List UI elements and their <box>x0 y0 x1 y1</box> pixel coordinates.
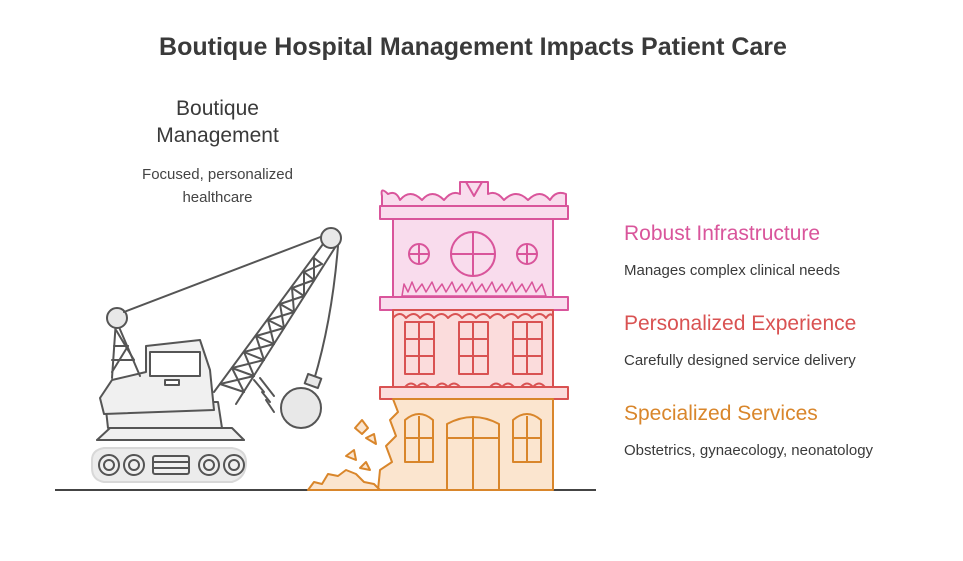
debris-icon <box>307 419 381 491</box>
heading-line-2: Management <box>156 124 279 147</box>
wrecking-crane-icon <box>91 227 342 483</box>
desc-line-2: healthcare <box>182 189 253 206</box>
desc-line-1: Focused, personalized <box>142 166 293 183</box>
robust-infrastructure-heading: Robust Infrastructure <box>624 222 821 245</box>
page-title: Boutique Hospital Management Impacts Pat… <box>159 33 787 61</box>
hospital-building-icon <box>377 181 569 491</box>
specialized-services-description: Obstetrics, gynaecology, neonatology <box>624 442 874 459</box>
personalized-experience-heading: Personalized Experience <box>624 312 857 335</box>
robust-infrastructure-description: Manages complex clinical needs <box>624 262 840 279</box>
personalized-experience-description: Carefully designed service delivery <box>624 352 856 369</box>
boutique-management-description: Focused, personalized healthcare <box>115 163 320 209</box>
boutique-management-heading: Boutique Management <box>115 95 320 149</box>
heading-line-1: Boutique <box>176 97 259 120</box>
specialized-services-heading: Specialized Services <box>624 402 818 425</box>
